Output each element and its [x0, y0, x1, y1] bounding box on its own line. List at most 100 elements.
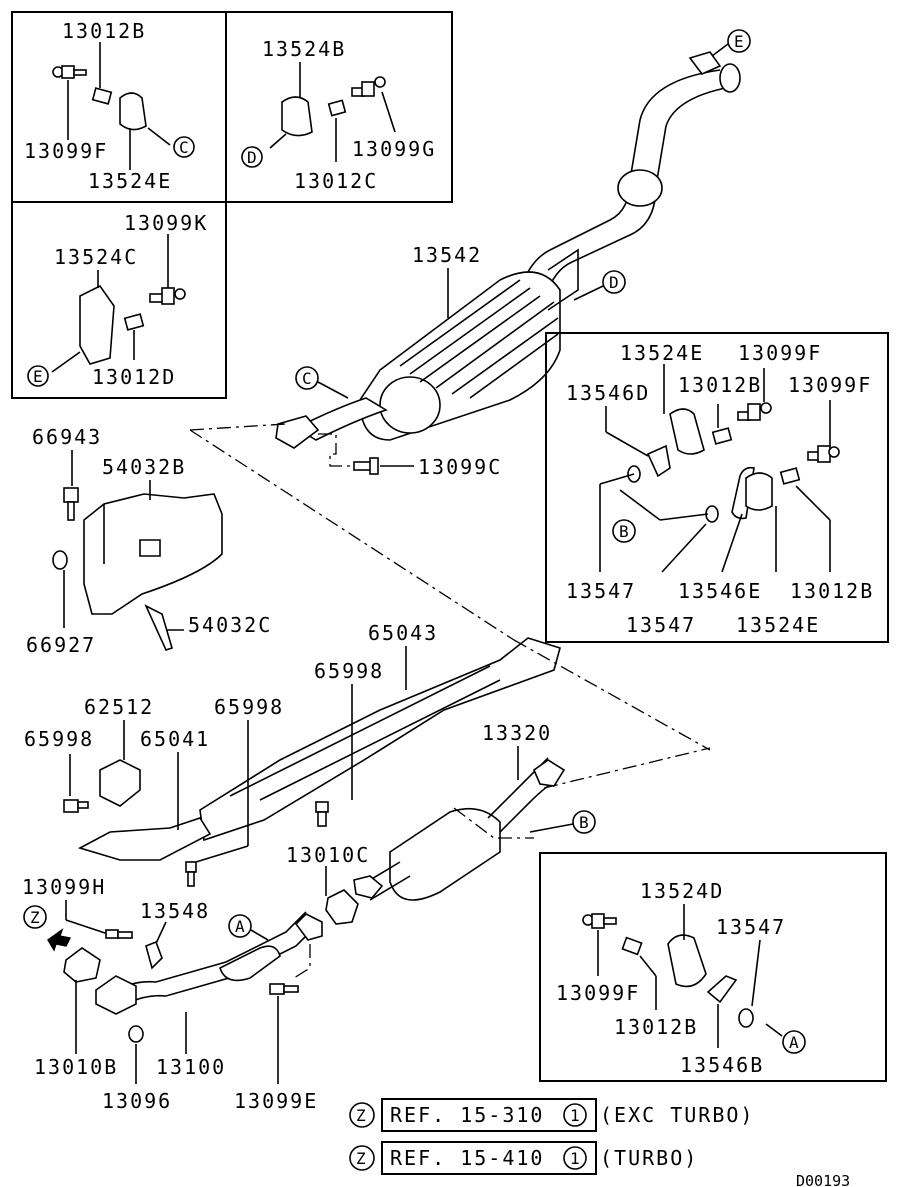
- callout-letter: C: [179, 138, 189, 157]
- reference-row: Z REF. 15-410 1 (TURBO): [349, 1141, 698, 1175]
- gasket-icon: [325, 889, 359, 925]
- arrow-icon: [47, 928, 72, 952]
- part-label: 54032B: [102, 455, 186, 479]
- inset-box-hanger-b: [545, 332, 889, 643]
- bolt-icon: [149, 287, 186, 305]
- part-label: 13012D: [92, 365, 176, 389]
- bolt-icon: [582, 913, 617, 929]
- bracket-icon: [646, 444, 671, 478]
- bolt-icon: [315, 801, 329, 827]
- bolt-icon: [63, 487, 79, 521]
- collar-icon: [123, 313, 145, 331]
- part-label: 13099K: [124, 211, 208, 235]
- callout-letter: E: [734, 32, 744, 51]
- callout-letter: D: [247, 148, 257, 167]
- part-label: 13524E: [88, 169, 172, 193]
- reference-note: (EXC TURBO): [600, 1103, 754, 1127]
- bolt-icon: [353, 457, 379, 475]
- part-label: 66927: [26, 633, 96, 657]
- callout-letter: A: [789, 1033, 799, 1052]
- reference-number: 1: [570, 1149, 580, 1168]
- bolt-icon: [185, 861, 197, 887]
- part-label: 13099H: [22, 875, 106, 899]
- part-label: 13100: [156, 1055, 226, 1079]
- center-muffler-icon: [353, 757, 566, 901]
- callout-circle: [349, 1145, 375, 1171]
- part-label: 13012B: [614, 1015, 698, 1039]
- bracket-icon: [145, 940, 163, 970]
- bolt-icon: [105, 929, 133, 939]
- reference-number-circle: [563, 1103, 587, 1127]
- collar-icon: [779, 467, 801, 485]
- part-label: 65043: [368, 621, 438, 645]
- collar-icon: [711, 427, 733, 445]
- part-label: 13542: [412, 243, 482, 267]
- part-label: 13012C: [294, 169, 378, 193]
- bolt-icon: [63, 799, 89, 813]
- callout-letter: B: [579, 813, 589, 832]
- part-label: 13547: [716, 915, 786, 939]
- part-label: 13099F: [24, 139, 108, 163]
- part-label: 13546B: [680, 1053, 764, 1077]
- part-label: 65041: [140, 727, 210, 751]
- part-label: 54032C: [188, 613, 272, 637]
- part-label: 13320: [482, 721, 552, 745]
- heat-shield-icon: [77, 637, 561, 861]
- callout-circle: [241, 146, 263, 168]
- hanger-rubber-icon: [669, 408, 705, 455]
- part-label: 13099F: [556, 981, 640, 1005]
- front-pipe-icon: [95, 911, 323, 1015]
- bolt-icon: [52, 65, 87, 79]
- part-label: 13524D: [640, 879, 724, 903]
- callout-circle: [23, 905, 47, 929]
- hanger-rubber-icon: [667, 934, 707, 988]
- callout-circle: [349, 1102, 375, 1128]
- callout-letter: Z: [356, 1106, 366, 1125]
- callout-letter: A: [235, 917, 245, 936]
- bolt-icon: [351, 76, 386, 97]
- hanger-rubber-icon: [119, 92, 147, 131]
- callout-circle: [228, 914, 252, 938]
- part-label: 13548: [140, 899, 210, 923]
- reference-note: (TURBO): [600, 1146, 698, 1170]
- reference-box: [381, 1141, 597, 1175]
- nut-icon: [128, 1025, 144, 1043]
- part-label: 13099F: [788, 373, 872, 397]
- callout-letter: C: [302, 369, 312, 388]
- callout-circle: [727, 29, 751, 53]
- part-label: 13010B: [34, 1055, 118, 1079]
- bolt-icon: [269, 983, 299, 995]
- part-label: 13524C: [54, 245, 138, 269]
- callout-circle: [27, 365, 49, 387]
- diagram-code: D00193: [796, 1172, 850, 1187]
- reference-row: Z REF. 15-310 1 (EXC TURBO): [349, 1098, 754, 1132]
- part-label: 13524B: [262, 37, 346, 61]
- part-label: 13012B: [62, 19, 146, 43]
- callout-letter: D: [609, 273, 619, 292]
- callout-circle: [572, 810, 596, 834]
- part-label: 13547: [626, 613, 696, 637]
- callout-circle: [173, 136, 195, 158]
- bracket-icon: [79, 284, 115, 365]
- nut-icon: [738, 1008, 754, 1028]
- part-label: 13096: [102, 1089, 172, 1113]
- collar-icon: [327, 99, 347, 117]
- part-label: 13099F: [738, 341, 822, 365]
- part-label: 66943: [32, 425, 102, 449]
- tail-pipe-icon: [519, 51, 741, 297]
- reference-number: 1: [570, 1106, 580, 1125]
- callout-circle: [295, 366, 319, 390]
- bracket-icon: [706, 975, 738, 1004]
- part-label: 13012B: [678, 373, 762, 397]
- part-label: 65998: [24, 727, 94, 751]
- collar-icon: [621, 936, 643, 956]
- part-label: 65998: [214, 695, 284, 719]
- part-label: 13546E: [678, 579, 762, 603]
- reference-box: [381, 1098, 597, 1132]
- part-label: 62512: [84, 695, 154, 719]
- part-label: 13099C: [418, 455, 502, 479]
- inset-box-hanger-a: [539, 852, 887, 1082]
- part-label: 13099E: [234, 1089, 318, 1113]
- part-label: 13099G: [352, 137, 436, 161]
